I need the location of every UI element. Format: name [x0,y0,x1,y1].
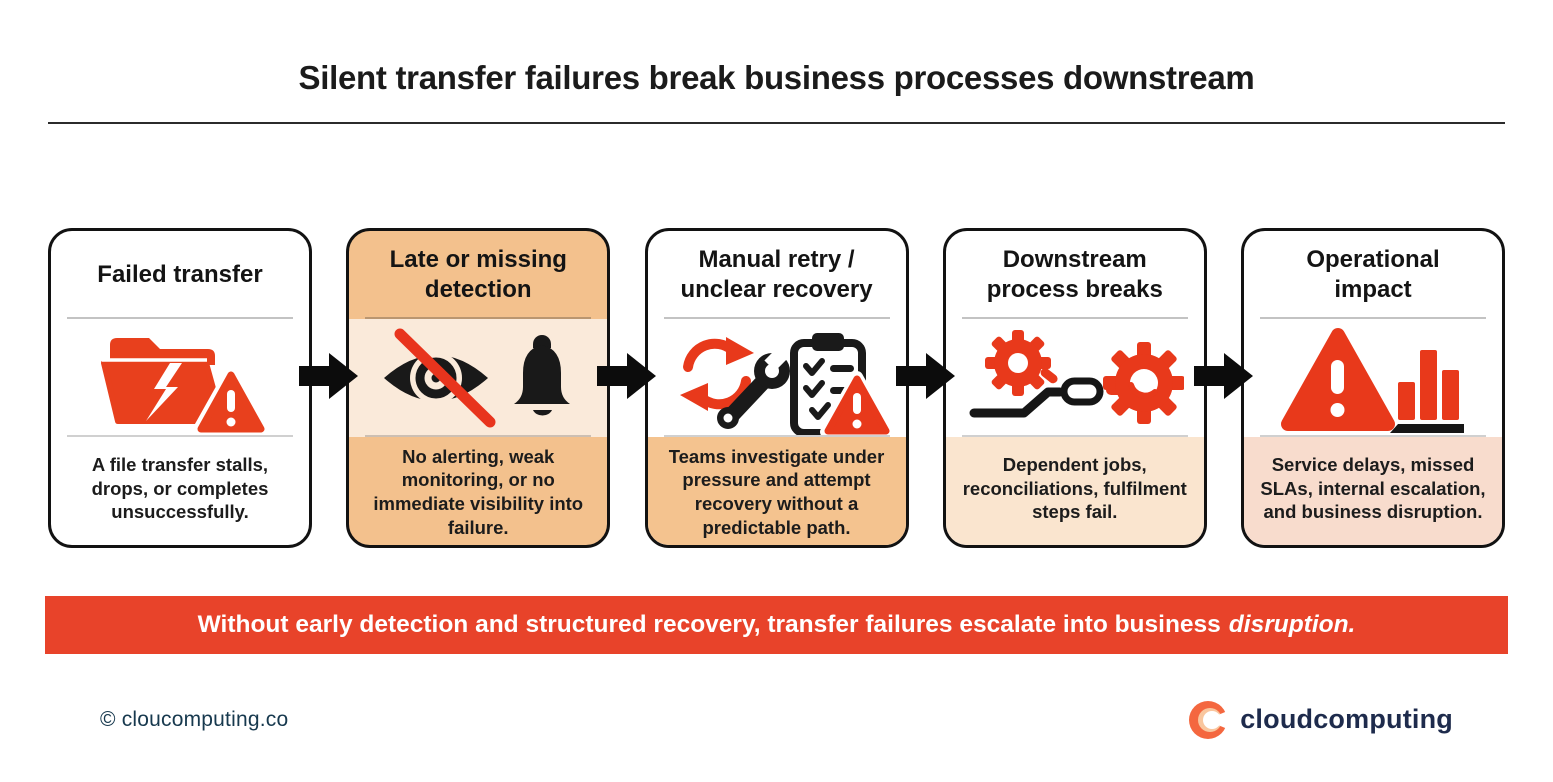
gears-broken-chain-icon [946,319,1204,437]
title-divider [48,121,1505,124]
warning-declining-bars-icon [1244,319,1502,437]
card-description: A file transfer stalls, drops, or comple… [91,454,269,523]
card-operational-impact: Operational impact Service delays, misse… [1241,227,1505,548]
flow-arrow-icon [597,350,657,402]
card-header: Late or missing detection [349,231,607,319]
banner-emphasis: disruption. [1228,610,1356,638]
flow-arrow-icon [895,350,956,402]
card-header: Manual retry / unclear recovery [648,231,906,319]
card-manual-retry: Manual retry / unclear recovery [644,227,909,548]
brand-c-icon [1189,700,1231,739]
card-title: Manual retry / unclear recovery [680,246,873,303]
page-title: Silent transfer failures break business … [298,59,1255,96]
card-title: Operational impact [1306,246,1440,303]
card-header: Downstream process breaks [946,231,1204,319]
flow-arrow-icon [1193,350,1254,402]
footer: © cloucomputing.co cloudcomputing [48,698,1505,742]
eye-slash-bell-icon [349,318,608,437]
flow-arrow-icon [299,350,359,402]
card-description: Teams investigate under pressure and att… [647,436,906,545]
brand-logo: cloudcomputing [1186,698,1453,742]
card-title: Late or missing detection [389,246,567,303]
banner-text: Without early detection and structured r… [197,610,1221,638]
copyright-text: © cloucomputing.co [100,707,289,731]
card-title: Downstream process breaks [986,246,1163,303]
card-title: Failed transfer [97,260,263,288]
card-late-detection: Late or missing detection No a [346,227,611,548]
card-downstream-breaks: Downstream process breaks [942,227,1207,548]
conclusion-banner: Without early detection and structured r… [45,595,1508,654]
card-description: Service delays, missed SLAs, internal es… [1244,436,1502,545]
broken-folder-warning-icon [51,319,309,437]
retry-wrench-checklist-warning-icon [648,319,906,437]
card-header: Operational impact [1244,231,1502,319]
card-failed-transfer: Failed transfer A file transfer stalls, … [48,227,312,548]
card-description: No alerting, weak monitoring, or no imme… [373,445,584,538]
card-header: Failed transfer [51,231,309,319]
card-description: Dependent jobs, reconciliations, fulfilm… [945,436,1204,545]
brand-name: cloudcomputing [1240,704,1453,735]
process-flow: Failed transfer A file transfer stalls, … [48,227,1505,548]
